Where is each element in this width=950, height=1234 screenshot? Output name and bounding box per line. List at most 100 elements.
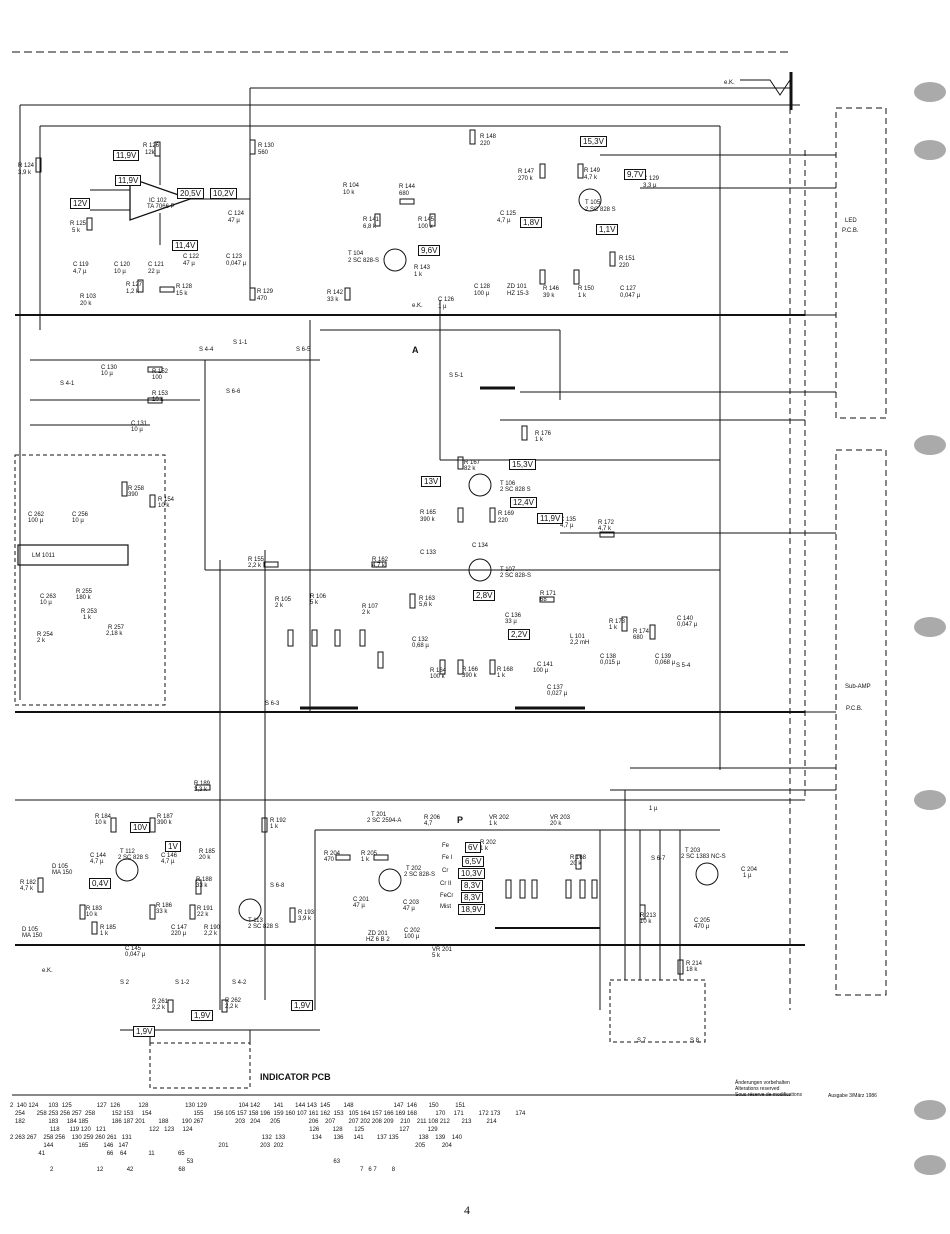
voltage-label: 8,3V — [461, 880, 484, 891]
component-label: R 155 — [248, 557, 265, 563]
component-label: C 132 — [412, 637, 429, 643]
component-label: T 202 — [406, 866, 422, 872]
component-label: 1 k — [497, 673, 506, 679]
voltage-label: 12,4V — [510, 497, 537, 508]
component-label: 2 SC 828 S — [500, 487, 531, 493]
component-label: 6,8 k — [363, 224, 377, 230]
component-label: 1 k — [100, 931, 109, 937]
component-label: 5,6 k — [419, 602, 433, 608]
revision-notes: Änderungen vorbehalten Alterations reser… — [735, 1080, 802, 1098]
voltage-label: 10V — [130, 822, 151, 833]
component-label: 220 — [480, 141, 491, 147]
voltage-label: 2,2V — [508, 629, 531, 640]
component-label: 2 SC 828 S — [248, 924, 279, 930]
component-label: e.K. — [412, 303, 423, 309]
component-label: C 140 — [677, 616, 694, 622]
lm1011-box — [14, 454, 166, 706]
component-label: C 141 — [537, 662, 554, 668]
component-label: 4,7 k — [20, 886, 34, 892]
component-label: C 204 — [741, 867, 758, 873]
component-label: 0,68 µ — [412, 643, 429, 649]
voltage-label: 11,9V — [115, 175, 142, 186]
component-label: 680 — [633, 635, 644, 641]
component-label: 4,7 µ — [90, 859, 104, 865]
component-label: R 164 — [430, 668, 447, 674]
component-label: 82 k — [464, 466, 476, 472]
component-label: 15 k — [176, 291, 188, 297]
component-label: 68 — [540, 597, 547, 603]
component-label: D 105 — [52, 864, 69, 870]
component-label: R 166 — [462, 667, 479, 673]
component-label: T 112 — [120, 849, 135, 855]
component-label: 0,015 µ — [600, 660, 621, 666]
component-label: R 206 — [424, 815, 441, 821]
component-label: 470 — [257, 296, 268, 302]
component-label: 3,3 µ — [643, 183, 657, 189]
component-label: C 120 — [114, 262, 131, 268]
component-label: R 214 — [686, 961, 703, 967]
component-label: 12k — [145, 150, 155, 156]
component-label: T 203 — [685, 848, 701, 854]
note-line: Änderungen vorbehalten — [735, 1080, 790, 1086]
section-label: P — [457, 815, 464, 825]
component-label: 20 k — [80, 301, 92, 307]
component-label: 10 k — [86, 912, 98, 918]
component-label: 100 — [152, 375, 163, 381]
component-label: S 7 — [637, 1038, 647, 1044]
component-label: S 1-2 — [175, 980, 190, 986]
component-label: R 165 — [420, 510, 437, 516]
component-label: 390 k — [420, 517, 435, 523]
component-label: R 142 — [327, 290, 344, 296]
component-label: C 128 — [474, 284, 491, 290]
component-label: T 113 — [248, 918, 263, 924]
parts-table-row: 2 12 42 68 7 6 7 8 — [10, 1167, 396, 1173]
voltage-label: 6,5V — [462, 856, 485, 867]
component-label: 10 k — [158, 503, 170, 509]
voltage-label: 0,4V — [89, 878, 112, 889]
s7-s8-box — [609, 979, 706, 1043]
component-label: C 203 — [403, 900, 420, 906]
component-label: e.K. — [724, 80, 735, 86]
component-label: S 6-3 — [265, 701, 280, 707]
component-label: C 138 — [600, 654, 617, 660]
component-label: C 121 — [148, 262, 165, 268]
component-label: R 192 — [270, 818, 287, 824]
component-label: 10 µ — [131, 427, 143, 433]
component-label: T 106 — [500, 481, 516, 487]
component-label: 3,3 k — [194, 787, 208, 793]
component-label: Cr II — [440, 881, 452, 887]
led-pcb-box — [835, 107, 887, 419]
component-label: R 167 — [464, 460, 481, 466]
pcb-side-label: P.C.B. — [842, 228, 859, 234]
component-label: 10 µ — [114, 269, 126, 275]
component-label: 3,9 k — [18, 170, 32, 176]
component-label: T 107 — [500, 567, 516, 573]
voltage-label: 12V — [70, 198, 91, 209]
component-label: R 172 — [598, 520, 615, 526]
component-label: 0,027 µ — [547, 691, 568, 697]
component-label: R 128 — [176, 284, 193, 290]
component-label: 270 k — [518, 176, 533, 182]
parts-table-row: 254 258 253 256 257 258 152 153 154 155 … — [10, 1111, 526, 1117]
component-label: 1 k — [489, 821, 498, 827]
section-label: INDICATOR PCB — [260, 1072, 331, 1082]
component-label: 10 k — [95, 820, 107, 826]
component-label: R 202 — [480, 840, 497, 846]
component-label: S 4-1 — [60, 381, 75, 387]
component-label: IC 102 — [149, 198, 167, 204]
component-label: R 148 — [480, 134, 497, 140]
component-label: 5 k — [310, 600, 319, 606]
component-label: 10 µ — [101, 371, 113, 377]
component-label: 10 µ — [72, 518, 84, 524]
indicator-pcb-box — [149, 1042, 251, 1089]
component-label: e.K. — [42, 968, 53, 974]
component-label: ZD 101 — [507, 284, 527, 290]
component-label: 1 k — [535, 437, 544, 443]
component-label: R 255 — [76, 589, 93, 595]
component-label: T 105 — [585, 200, 601, 206]
component-label: R 144 — [399, 184, 416, 190]
component-label: 1 k — [578, 293, 587, 299]
component-label: 0,047 µ — [125, 952, 146, 958]
voltage-label: 10,3V — [458, 868, 485, 879]
parts-table-row: 2 263 267 258 256 130 259 260 261 131 13… — [10, 1135, 462, 1141]
